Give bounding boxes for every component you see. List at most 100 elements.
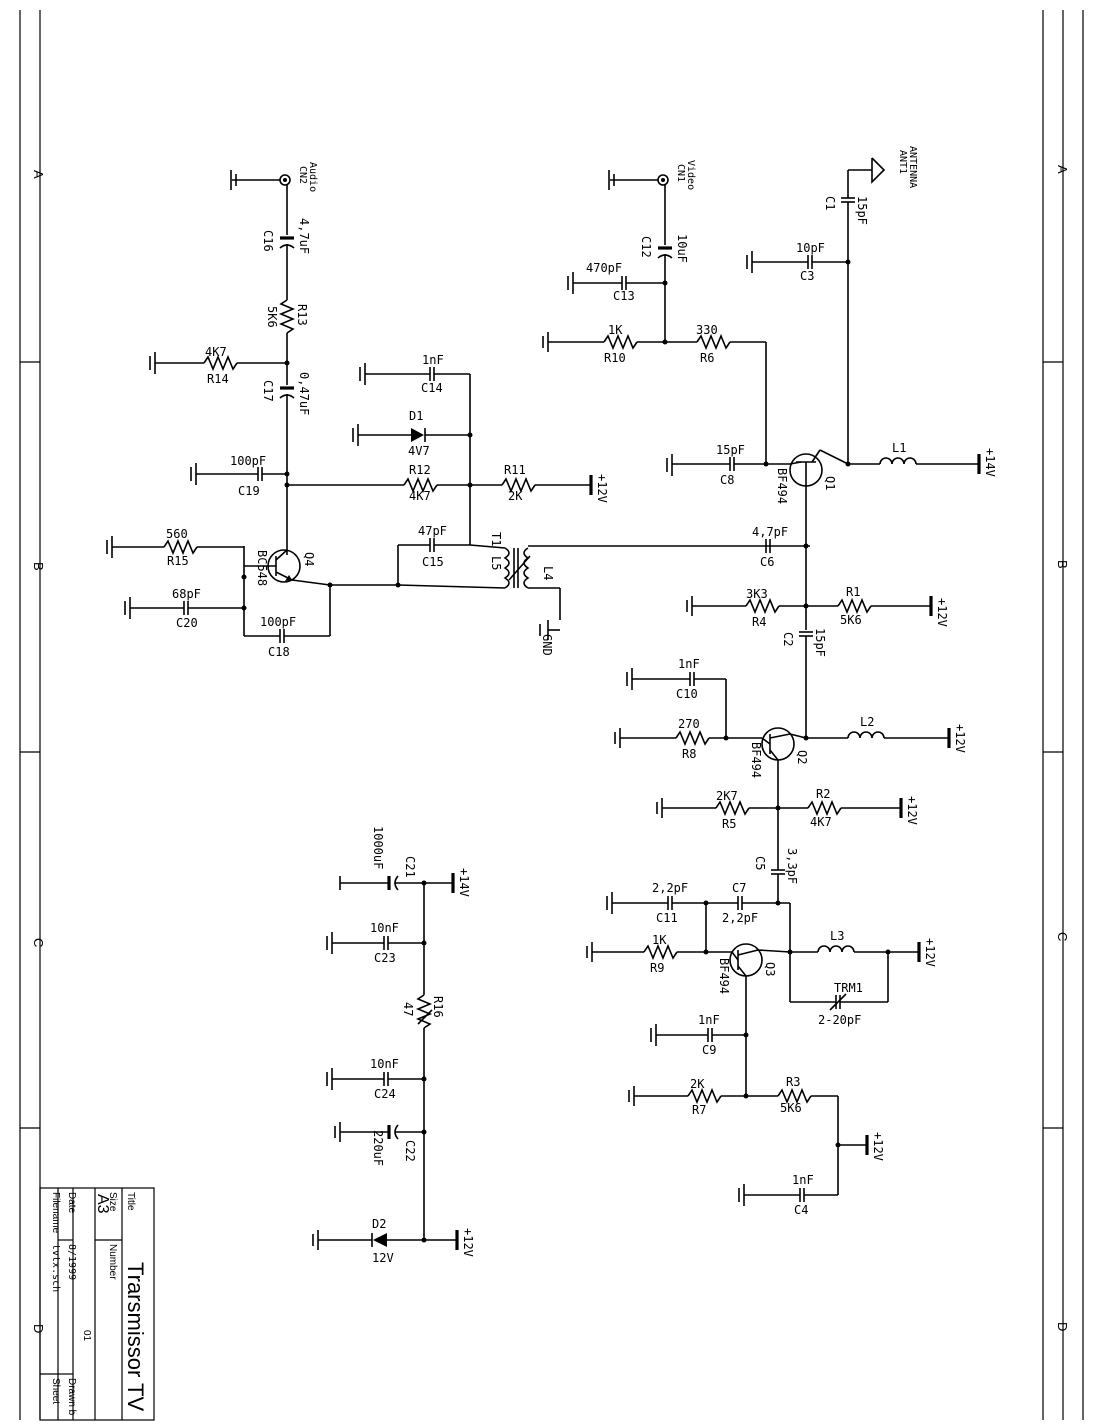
c3-value: 10pF <box>796 241 825 255</box>
c19-value: 100pF <box>230 454 266 468</box>
l3-ref: L3 <box>830 929 844 943</box>
r1-ref: R1 <box>846 585 860 599</box>
zone-labels: A B C D A B C D <box>31 165 1070 1333</box>
drawing-frame <box>19 10 1084 1420</box>
date-value: 8/1999 <box>66 1244 77 1280</box>
title-block: Title Trarsmissor TV Size A3 Number 01 D… <box>39 1187 155 1421</box>
c14-ref: C14 <box>421 381 443 395</box>
date-label: Date <box>66 1192 77 1214</box>
trm1-value: 2-20pF <box>818 1013 861 1027</box>
c12-value: 10uF <box>675 234 689 263</box>
c22-ref: C22 <box>403 1140 417 1162</box>
rail-d2: +12V <box>461 1228 475 1257</box>
c3-ref: C3 <box>800 269 814 283</box>
cn2-name: Audio <box>307 162 318 192</box>
c6-value: 4,7pF <box>752 525 788 539</box>
q3-section: 2,2pF C11 C7 2,2pF 1K R9 BF494 Q3 L3 +12… <box>586 881 937 1217</box>
zone-c-right: C <box>1055 932 1070 941</box>
c15-ref: C15 <box>422 555 444 569</box>
r13-ref: R13 <box>295 304 309 326</box>
l1-ref: L1 <box>892 441 906 455</box>
zone-c-left: C <box>31 938 46 947</box>
filename-label: Filename <box>50 1192 61 1234</box>
zone-b-right: B <box>1055 560 1070 569</box>
q3-transistor-icon <box>729 943 763 977</box>
r6-value: 330 <box>696 323 718 337</box>
c17-value: 0,47uF <box>297 372 311 415</box>
video-connector-icon[interactable] <box>657 174 669 186</box>
c9-value: 1nF <box>698 1013 720 1027</box>
c11-ref: C11 <box>656 911 678 925</box>
r11-ref: R11 <box>504 463 526 477</box>
r2-ref: R2 <box>816 787 830 801</box>
r6-ref: R6 <box>700 351 714 365</box>
q2-transistor-icon <box>761 727 795 761</box>
r14-ref: R14 <box>207 372 229 386</box>
d1-diode-icon <box>411 428 424 442</box>
d2-diode-icon <box>373 1233 387 1247</box>
gnd-label: GND <box>540 634 554 656</box>
c24-value: 10nF <box>370 1057 399 1071</box>
r3-value: 5K6 <box>780 1101 802 1115</box>
r4-value: 3K3 <box>746 587 768 601</box>
rail-l2: +12V <box>953 724 967 753</box>
c4-ref: C4 <box>794 1203 808 1217</box>
q2-ref: Q2 <box>795 750 809 764</box>
c7-value: 2,2pF <box>722 911 758 925</box>
r7-value: 2K <box>690 1077 705 1091</box>
rail-r1: +12V <box>935 598 949 627</box>
c5-ref: C5 <box>753 856 767 870</box>
c9-ref: C9 <box>702 1043 716 1057</box>
d2-ref: D2 <box>372 1217 386 1231</box>
filename-value: tvtx.sch <box>50 1244 61 1292</box>
cn1-name: Video <box>685 160 696 190</box>
r15-ref: R15 <box>167 554 189 568</box>
antenna-name: ANTENNA <box>907 146 918 188</box>
audio-connector-icon[interactable] <box>279 174 291 186</box>
c15-value: 47pF <box>418 524 447 538</box>
c19-ref: C19 <box>238 484 260 498</box>
t1-ref: T1 <box>489 532 503 546</box>
r10-ref: R10 <box>604 351 626 365</box>
title-text: Trarsmissor TV <box>123 1262 148 1411</box>
c18-ref: C18 <box>268 645 290 659</box>
c12-ref: C12 <box>639 236 653 258</box>
c11-value: 2,2pF <box>652 881 688 895</box>
c22-value: 220uF <box>371 1130 385 1166</box>
antenna-ref: ANT1 <box>897 150 908 174</box>
c7-ref: C7 <box>732 881 746 895</box>
d2-value: 12V <box>372 1251 394 1265</box>
c5-value: 3,3pF <box>785 848 799 884</box>
audio-connector-pin <box>283 178 287 182</box>
c13-value: 470pF <box>586 261 622 275</box>
c23-ref: C23 <box>374 951 396 965</box>
c10-value: 1nF <box>678 657 700 671</box>
r1-value: 5K6 <box>840 613 862 627</box>
r15-value: 560 <box>166 527 188 541</box>
rail-c21: +14V <box>457 868 471 897</box>
c24-ref: C24 <box>374 1087 396 1101</box>
r12-value: 4K7 <box>409 489 431 503</box>
c10-ref: C10 <box>676 687 698 701</box>
r3-ref: R3 <box>786 1075 800 1089</box>
r14-value: 4K7 <box>205 345 227 359</box>
cn2-ref: CN2 <box>297 166 308 184</box>
rail-r11: +12V <box>595 474 609 503</box>
r7-ref: R7 <box>692 1103 706 1117</box>
r13-value: 5K6 <box>265 306 279 328</box>
audio-section: Audio CN2 4,7uF C16 R13 5K6 4K7 R14 0,47… <box>106 162 810 659</box>
q2-value: BF494 <box>749 742 763 778</box>
number-value: 01 <box>81 1330 92 1342</box>
c2-value: 15pF <box>813 628 827 657</box>
rail-r2: +12V <box>905 796 919 825</box>
r4-ref: R4 <box>752 615 766 629</box>
title-label: Title <box>125 1192 136 1211</box>
c8-ref: C8 <box>720 473 734 487</box>
drawn-label: Drawn b <box>66 1378 77 1416</box>
r9-value: 1K <box>652 933 667 947</box>
r2-value: 4K7 <box>810 815 832 829</box>
q1-ref: Q1 <box>823 476 837 490</box>
rail-l1: +14V <box>983 448 997 477</box>
d1-ref: D1 <box>409 409 423 423</box>
